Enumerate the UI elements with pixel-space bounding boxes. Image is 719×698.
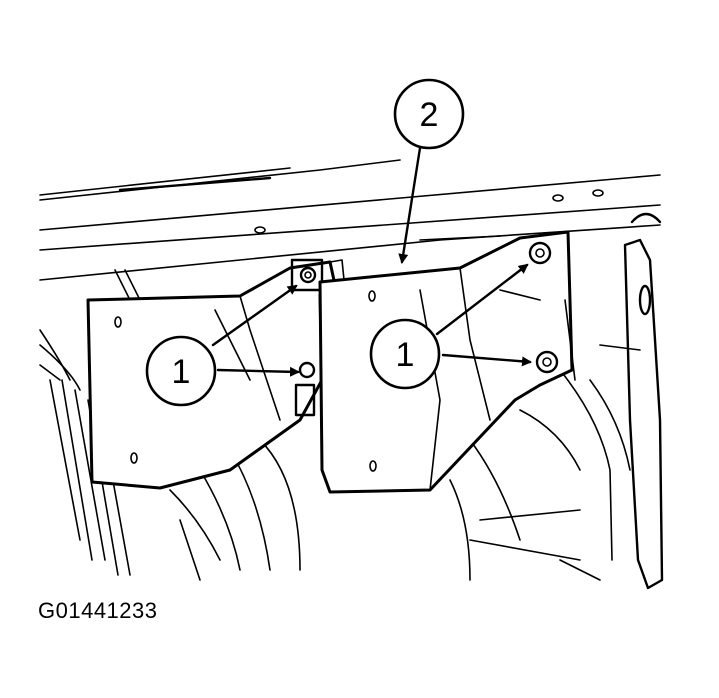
leader-arrow-module	[398, 146, 422, 264]
callout-label-module: 2	[420, 96, 439, 134]
callout-label-bolts-right: 1	[396, 336, 415, 374]
leader-arrow-lower-right	[441, 353, 532, 367]
leader-arrow-upper-right	[435, 263, 529, 336]
leader-arrows	[211, 146, 532, 377]
leader-arrow-lower-left	[216, 366, 300, 377]
module-bracket	[318, 230, 576, 494]
callout-bolts-right: 1	[369, 318, 441, 390]
leader-arrow-upper-left	[211, 284, 298, 347]
figure-id: G01441233	[38, 598, 158, 623]
callout-bolts-left: 1	[145, 335, 217, 407]
callout-module: 2	[393, 78, 465, 150]
callout-label-bolts-left: 1	[172, 353, 191, 391]
